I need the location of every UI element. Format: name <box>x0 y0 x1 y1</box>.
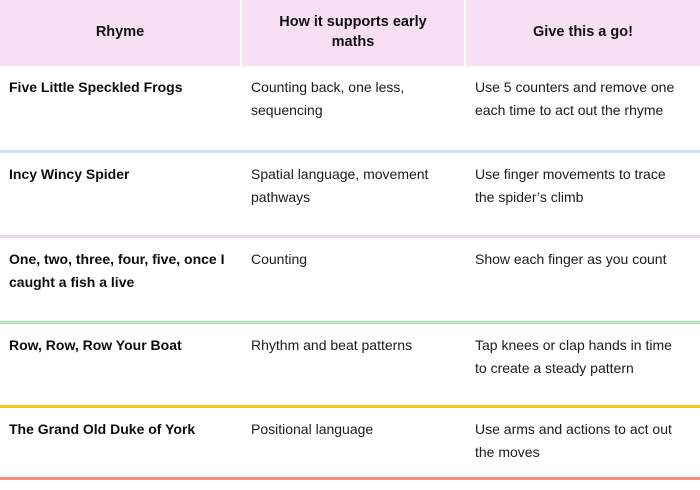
cell-support: Counting back, one less, sequencing <box>241 66 465 150</box>
separator-bar-salmon <box>0 477 700 480</box>
column-header-activity: Give this a go! <box>465 0 700 66</box>
table-body: Five Little Speckled Frogs Counting back… <box>0 66 700 490</box>
cell-rhyme: Incy Wincy Spider <box>0 153 241 235</box>
column-header-support: How it supports early maths <box>241 0 466 66</box>
table-row: Incy Wincy Spider Spatial language, move… <box>0 153 700 235</box>
row-separator <box>0 321 700 324</box>
table-row: The Grand Old Duke of York Positional la… <box>0 408 700 490</box>
cell-support: Spatial language, movement pathways <box>241 153 465 235</box>
cell-activity: Tap knees or clap hands in time to creat… <box>465 324 700 405</box>
separator-bar-light-pink <box>0 235 700 238</box>
table-header: Rhyme How it supports early maths Give t… <box>0 0 700 66</box>
cell-rhyme: One, two, three, four, five, once I caug… <box>0 238 241 321</box>
cell-activity: Use 5 counters and remove one each time … <box>465 66 700 150</box>
cell-rhyme: The Grand Old Duke of York <box>0 408 241 490</box>
cell-support: Rhythm and beat patterns <box>241 324 465 405</box>
table-row: One, two, three, four, five, once I caug… <box>0 238 700 321</box>
cell-activity: Show each finger as you count <box>465 238 700 321</box>
row-separator <box>0 405 700 408</box>
table-row: Five Little Speckled Frogs Counting back… <box>0 66 700 150</box>
cell-support: Positional language <box>241 408 465 490</box>
row-separator-cell <box>0 235 700 238</box>
cell-rhyme: Five Little Speckled Frogs <box>0 66 241 150</box>
separator-bar-light-green <box>0 321 700 324</box>
separator-bar-light-blue <box>0 150 700 153</box>
row-separator-cell <box>0 321 700 324</box>
cell-rhyme: Row, Row, Row Your Boat <box>0 324 241 405</box>
row-separator-cell <box>0 405 700 408</box>
table-header-row: Rhyme How it supports early maths Give t… <box>0 0 700 66</box>
table-row: Row, Row, Row Your Boat Rhythm and beat … <box>0 324 700 405</box>
row-separator <box>0 235 700 238</box>
separator-bar-gold <box>0 405 700 408</box>
column-header-rhyme: Rhyme <box>0 0 242 66</box>
row-separator-cell <box>0 150 700 153</box>
cell-support: Counting <box>241 238 465 321</box>
cell-activity: Use finger movements to trace the spider… <box>465 153 700 235</box>
row-separator <box>0 150 700 153</box>
cell-activity: Use arms and actions to act out the move… <box>465 408 700 490</box>
